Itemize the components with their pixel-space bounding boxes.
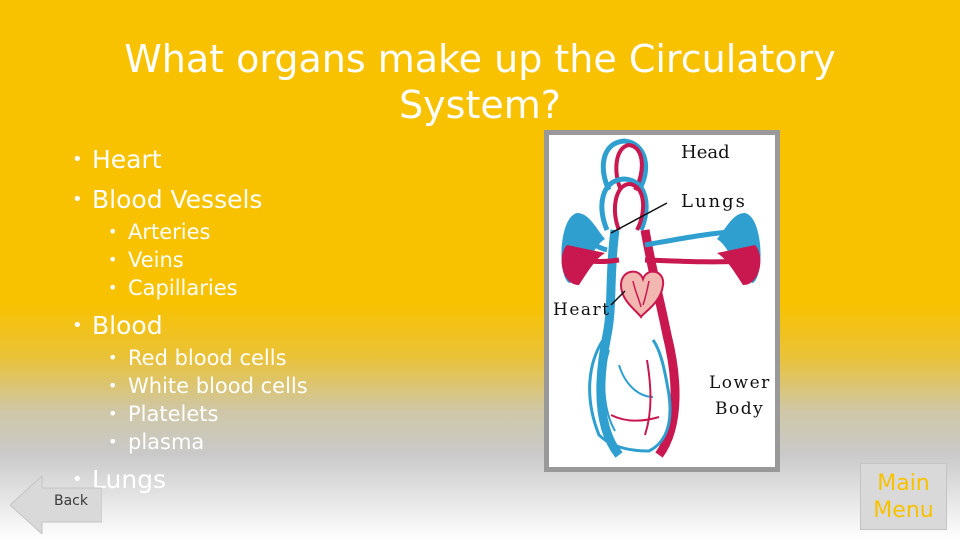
upper-artery-loop — [612, 181, 646, 231]
bullet-lungs: Lungs — [72, 462, 308, 498]
diagram-label-lower: Lower — [709, 373, 771, 393]
bullet-list: Heart Blood Vessels Arteries Veins Capil… — [72, 142, 308, 498]
right-lung-lower — [717, 245, 761, 285]
lower-capillary-vein-2 — [618, 364, 654, 398]
main-menu-label-line1: Main — [877, 470, 930, 496]
lower-capillary-loop-vein — [588, 339, 672, 453]
pulmonary-vein-left — [575, 228, 608, 253]
main-vein-trunk — [596, 229, 623, 458]
diagram-label-heart: Heart — [553, 300, 610, 320]
main-menu-label-line2: Menu — [873, 497, 934, 523]
lungs-pointer-line — [610, 202, 668, 234]
head-artery-loop — [614, 142, 644, 192]
sub-bullet-white-blood-cells: White blood cells — [108, 372, 308, 400]
bullet-heart: Heart — [72, 142, 308, 178]
sub-bullet-red-blood-cells: Red blood cells — [108, 344, 308, 372]
circulatory-diagram: Head Lungs Heart Lower Body — [549, 135, 775, 467]
sub-bullet-veins: Veins — [108, 246, 308, 274]
sub-bullet-platelets: Platelets — [108, 400, 308, 428]
diagram-label-head: Head — [681, 142, 730, 163]
back-button[interactable]: Back — [10, 476, 102, 534]
circulatory-diagram-frame: Head Lungs Heart Lower Body — [544, 130, 780, 472]
lower-capillary-artery-1 — [644, 359, 652, 436]
upper-vein-loop — [599, 176, 649, 231]
back-button-label: Back — [54, 493, 88, 509]
sub-bullet-plasma: plasma — [108, 428, 308, 456]
back-arrow-icon — [10, 476, 102, 534]
head-vein-loop — [600, 138, 649, 192]
pulmonary-artery-left — [578, 256, 620, 265]
bullet-blood: Blood — [72, 308, 308, 344]
blood-vessels-sublist: Arteries Veins Capillaries — [108, 218, 308, 302]
main-artery-trunk — [640, 229, 680, 458]
main-menu-button[interactable]: Main Menu — [860, 463, 947, 530]
pulmonary-artery-right — [644, 257, 746, 265]
left-lung-lower — [561, 245, 605, 285]
bullet-blood-vessels: Blood Vessels — [72, 182, 308, 218]
heart-pointer-line — [610, 290, 626, 306]
sub-bullet-arteries: Arteries — [108, 218, 308, 246]
slide-title: What organs make up the Circulatory Syst… — [124, 37, 836, 127]
heart-shape — [619, 270, 665, 319]
blood-sublist: Red blood cells White blood cells Platel… — [108, 344, 308, 456]
pulmonary-vein-right — [644, 228, 742, 248]
sub-bullet-capillaries: Capillaries — [108, 274, 308, 302]
heart-chambers — [632, 280, 650, 308]
diagram-label-body: Body — [715, 399, 764, 419]
lower-capillary-artery-2 — [610, 414, 660, 422]
diagram-label-lungs: Lungs — [681, 191, 747, 212]
lower-capillary-vein-1 — [603, 349, 616, 432]
